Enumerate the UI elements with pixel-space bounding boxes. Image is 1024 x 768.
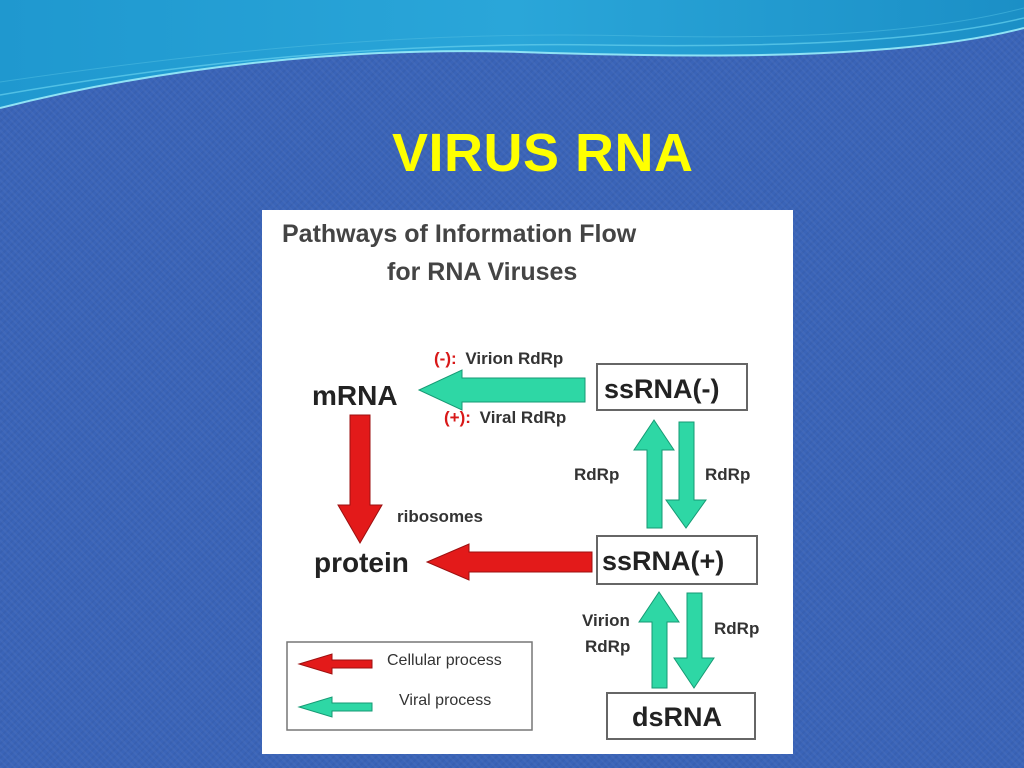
diagram-heading-line2: for RNA Viruses [387,258,577,286]
rna-virus-pathways-figure: Pathways of Information Flow for RNA Vir… [262,210,793,754]
viral-arrow-ssrna-minus-to-mrna [417,369,586,411]
node-ssrna-minus: ssRNA(-) [604,374,720,404]
viral-arrow-down-plus-to-ds [673,592,715,689]
node-ssrna-plus: ssRNA(+) [602,546,724,576]
viral-arrow-up-ds-to-plus [638,591,680,689]
legend-cellular-label: Cellular process [387,652,502,669]
legend-viral-label: Viral process [399,692,491,709]
node-protein: protein [314,547,409,578]
label-minus-prefix: (-): [434,349,457,368]
label-virion-line2: RdRp [585,637,630,656]
diagram-heading-line1: Pathways of Information Flow [282,220,637,248]
label-plus-prefix: (+): [444,408,471,427]
slide-title: VIRUS RNA [392,123,694,183]
svg-text:(-): Virion RdRp: (-): Virion RdRp [434,349,563,368]
legend-cellular-arrow [297,653,373,675]
node-dsrna-box [606,692,756,740]
legend-viral-arrow [297,696,373,718]
viral-arrow-down-minus-to-plus [665,421,707,529]
label-ribosomes: ribosomes [397,507,483,526]
label-rdrp-up-left: RdRp [574,465,619,484]
header-wave-banner [0,0,1024,109]
pathways-diagram: Pathways of Information Flow for RNA Vir… [282,220,759,740]
cellular-arrow-ssrna-plus-to-protein [425,543,593,581]
node-dsrna: dsRNA [632,702,722,732]
viral-arrow-up-plus-to-minus [633,419,675,529]
svg-text:(+): Viral RdRp: (+): Viral RdRp [444,408,566,427]
node-mrna: mRNA [312,380,398,411]
node-ssrna-minus-box [596,363,748,411]
label-rdrp-lower-right: RdRp [714,619,759,638]
node-ssrna-plus-box [596,535,758,585]
label-virion-line1: Virion [582,611,630,630]
label-minus-enzyme: Virion RdRp [465,349,563,368]
label-plus-enzyme: Viral RdRp [480,408,567,427]
label-rdrp-down-right: RdRp [705,465,750,484]
cellular-arrow-mrna-to-protein [337,414,383,544]
